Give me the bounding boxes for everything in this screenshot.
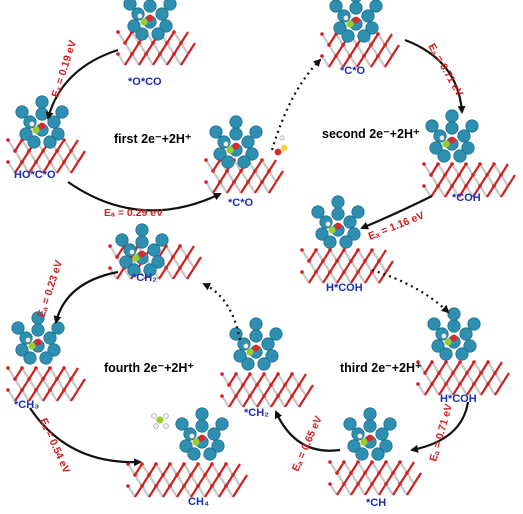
model-o-co [116,0,196,66]
species-label-o-co: *O*CO [128,76,162,88]
species-label-ch4: CH₄ [188,496,209,508]
model-c-o-top [320,0,400,68]
barrier-label-3: Eₐ = 0.71 eV [425,42,465,99]
barrier-label-2: Eₐ = 0.29 eV [104,207,163,219]
barrier-label-4: Eₐ = 1.16 eV [367,210,426,243]
model-c-o-mid [204,115,284,194]
species-label-ho-c-o: HO*C*O [14,169,56,181]
barrier-label-6: Eₐ = 0.65 eV [290,414,325,473]
reaction-arrows [29,38,470,467]
step-label-second: second 2e⁻+2H⁺ [322,127,420,141]
barrier-label-1: Eₐ = 0.19 eV [49,39,79,99]
model-ch2-upper [108,223,202,280]
species-label-ch: *CH [366,497,386,509]
arrow-ch2-to-ch2 [202,283,242,341]
model-coh [422,109,516,198]
species-label-h-coh-lower: H*COH [440,393,477,405]
step-label-fourth: fourth 2e⁻+2H⁺ [104,361,194,375]
species-label-ch2-upper: *CH₂ [132,272,157,284]
model-ch3 [6,311,86,402]
species-label-coh: *COH [452,192,481,204]
arrow-ch3-to-ch4 [29,407,142,467]
arrow-ch-to-ch2 [274,410,341,452]
arrow-oco-to-hococo [45,48,119,120]
arrow-coh-to-hcoh [360,195,433,230]
model-ch [328,407,422,496]
species-label-ch2-lower: *CH₂ [244,407,269,419]
model-h-coh-lower [416,307,510,396]
species-label-h-coh-upper: H*COH [326,282,363,294]
arrow-hcoh-to-hcoh [371,268,450,314]
free-ch4-molecule [151,413,169,429]
model-ch2-lower [220,317,314,408]
model-h-coh-upper [300,195,394,284]
step-label-first: first 2e⁻+2H⁺ [114,132,192,146]
free-co-molecule [274,135,288,156]
arrow-ctop-to-coh [404,38,466,114]
arrow-hococo-to-co [67,181,222,212]
model-ho-c-o [6,95,86,174]
species-label-ch3: *CH₃ [14,399,39,411]
species-label-c-o-top: *C*O [340,65,366,77]
arrow-ch2-to-ch3 [53,270,119,324]
species-label-c-o-mid: *C*O [228,197,254,209]
step-label-third: third 2e⁻+2H⁺ [340,361,422,375]
arrow-hcoh-to-ch [410,401,470,453]
arrow-co-to-ctop [270,58,322,151]
model-ch4 [126,407,248,498]
molecular-models [6,0,516,498]
